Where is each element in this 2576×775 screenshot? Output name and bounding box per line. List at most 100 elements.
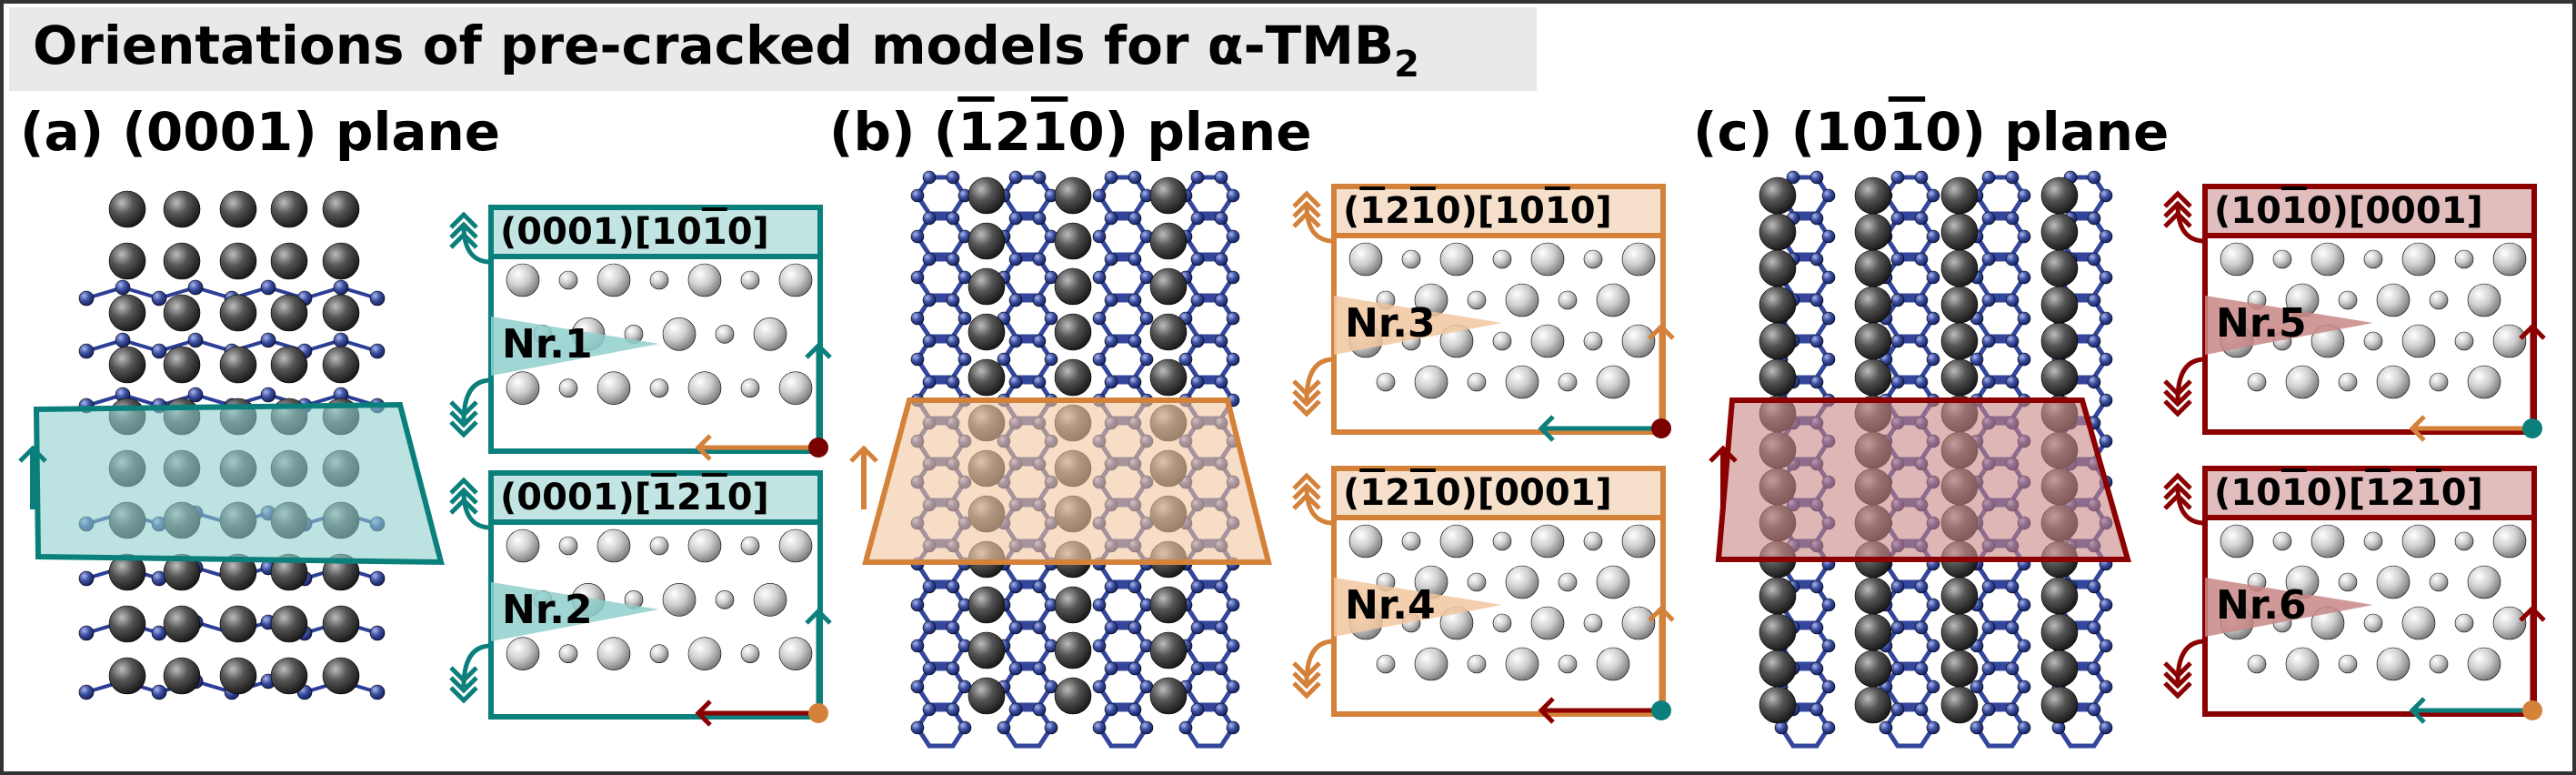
boron-atom — [1092, 639, 1107, 653]
inset-atom — [2376, 365, 2411, 399]
metal-atom — [108, 190, 146, 228]
boron-ring — [1001, 297, 1054, 339]
inset-atom — [778, 528, 813, 563]
inset-atom — [2429, 572, 2449, 592]
inset-atom — [715, 325, 735, 344]
boron-atom — [2099, 639, 2113, 653]
boron-atom — [1214, 579, 1228, 594]
boron-atom — [1890, 620, 1905, 635]
boron-atom — [1032, 252, 1047, 267]
boron-atom — [1214, 334, 1228, 348]
boron-atom — [1809, 620, 1824, 635]
boron-atom — [2017, 270, 2031, 285]
boron-atom — [187, 279, 204, 296]
metal-atom — [1759, 286, 1797, 324]
inset-atom — [2492, 524, 2527, 559]
boron-atom — [1214, 620, 1228, 635]
boron-ring — [915, 297, 967, 339]
boron-ring — [1001, 338, 1054, 380]
boron-atom — [1890, 702, 1905, 717]
metal-atom — [1854, 213, 1892, 251]
metal-atom — [219, 294, 257, 332]
boron-atom — [2017, 311, 2031, 326]
inset-atom — [2376, 283, 2411, 317]
boron-atom — [1128, 620, 1142, 635]
metal-atom — [967, 222, 1006, 260]
boron-atom — [922, 211, 937, 226]
boron-atom — [1926, 270, 1940, 285]
boron-ring — [915, 175, 967, 216]
boron-atom — [2005, 661, 2020, 676]
boron-atom — [1981, 375, 1996, 389]
metal-atom — [1759, 686, 1797, 724]
inset-atom — [687, 263, 722, 297]
metal-atom — [219, 190, 257, 228]
inset-atom — [2454, 531, 2474, 551]
boron-atom — [1128, 334, 1142, 348]
boron-atom — [2005, 375, 2020, 389]
inset-header — [1331, 184, 1666, 238]
boron-atom — [2017, 188, 2031, 203]
metal-atom — [1149, 631, 1188, 669]
inset-atom — [1492, 531, 1512, 551]
inset-atom — [1596, 647, 1630, 681]
metal-atom — [1940, 213, 1979, 251]
loading-arrow-up — [1304, 204, 1335, 244]
metal-atom — [1054, 313, 1092, 351]
title-banner: Orientations of pre-cracked models for α… — [9, 7, 1537, 91]
inset-atom — [2338, 372, 2358, 392]
inset-header-label: (1010)[0001] — [2214, 190, 2483, 232]
metal-atom — [1149, 586, 1188, 624]
metal-atom — [1854, 322, 1892, 360]
arrow-head — [2163, 200, 2192, 218]
boron-atom — [922, 334, 937, 348]
arrow-head — [1292, 472, 1321, 490]
boron-atom — [1190, 375, 1205, 389]
inset-atom — [1558, 572, 1578, 592]
crack-plane — [1715, 398, 2131, 562]
boron-atom — [910, 188, 925, 203]
boron-atom — [151, 290, 167, 307]
boron-atom — [922, 293, 937, 307]
inset-atom — [2467, 283, 2501, 317]
boron-ring — [1183, 584, 1236, 626]
boron-atom — [1970, 679, 1984, 694]
inset-atom — [2401, 606, 2436, 640]
boron-atom — [1786, 170, 1800, 185]
boron-atom — [946, 252, 960, 267]
inset-atom — [1348, 524, 1383, 559]
arrow-head — [2163, 190, 2192, 208]
metal-atom — [2040, 322, 2079, 360]
boron-atom — [1178, 720, 1193, 735]
boron-ring — [1974, 666, 2027, 708]
inset-atom — [649, 378, 669, 398]
inset-atom — [1621, 524, 1656, 559]
arrow-head — [1538, 415, 1555, 442]
boron-atom — [1926, 188, 1940, 203]
panel-a: (a) (0001) plane(0001)[1010]Nr.1(0001)[1… — [18, 101, 832, 727]
boron-atom — [2017, 720, 2031, 735]
inset-atom — [1376, 654, 1396, 674]
arrow-head — [2519, 605, 2546, 622]
arrow-head — [1292, 661, 1321, 679]
boron-atom — [922, 170, 937, 185]
arrow-head — [2519, 323, 2546, 340]
metal-atom — [270, 294, 308, 332]
crack-plane — [862, 398, 1272, 565]
boron-atom — [1190, 702, 1205, 717]
boron-ring — [1097, 257, 1149, 298]
metal-atom — [967, 586, 1006, 624]
boron-atom — [2005, 579, 2020, 594]
inset-atom — [2376, 647, 2411, 681]
boron-atom — [1926, 229, 1940, 244]
boron-atom — [1032, 170, 1047, 185]
arrow-head — [449, 410, 478, 428]
boron-atom — [1214, 375, 1228, 389]
inset-atom — [1621, 324, 1656, 358]
boron-atom — [333, 332, 349, 348]
loading-arrow-down — [461, 377, 492, 422]
crack-label: Nr.4 — [1345, 582, 1436, 629]
loading-arrow-up — [461, 490, 492, 530]
boron-atom — [1128, 661, 1142, 676]
metal-atom — [1149, 222, 1188, 260]
